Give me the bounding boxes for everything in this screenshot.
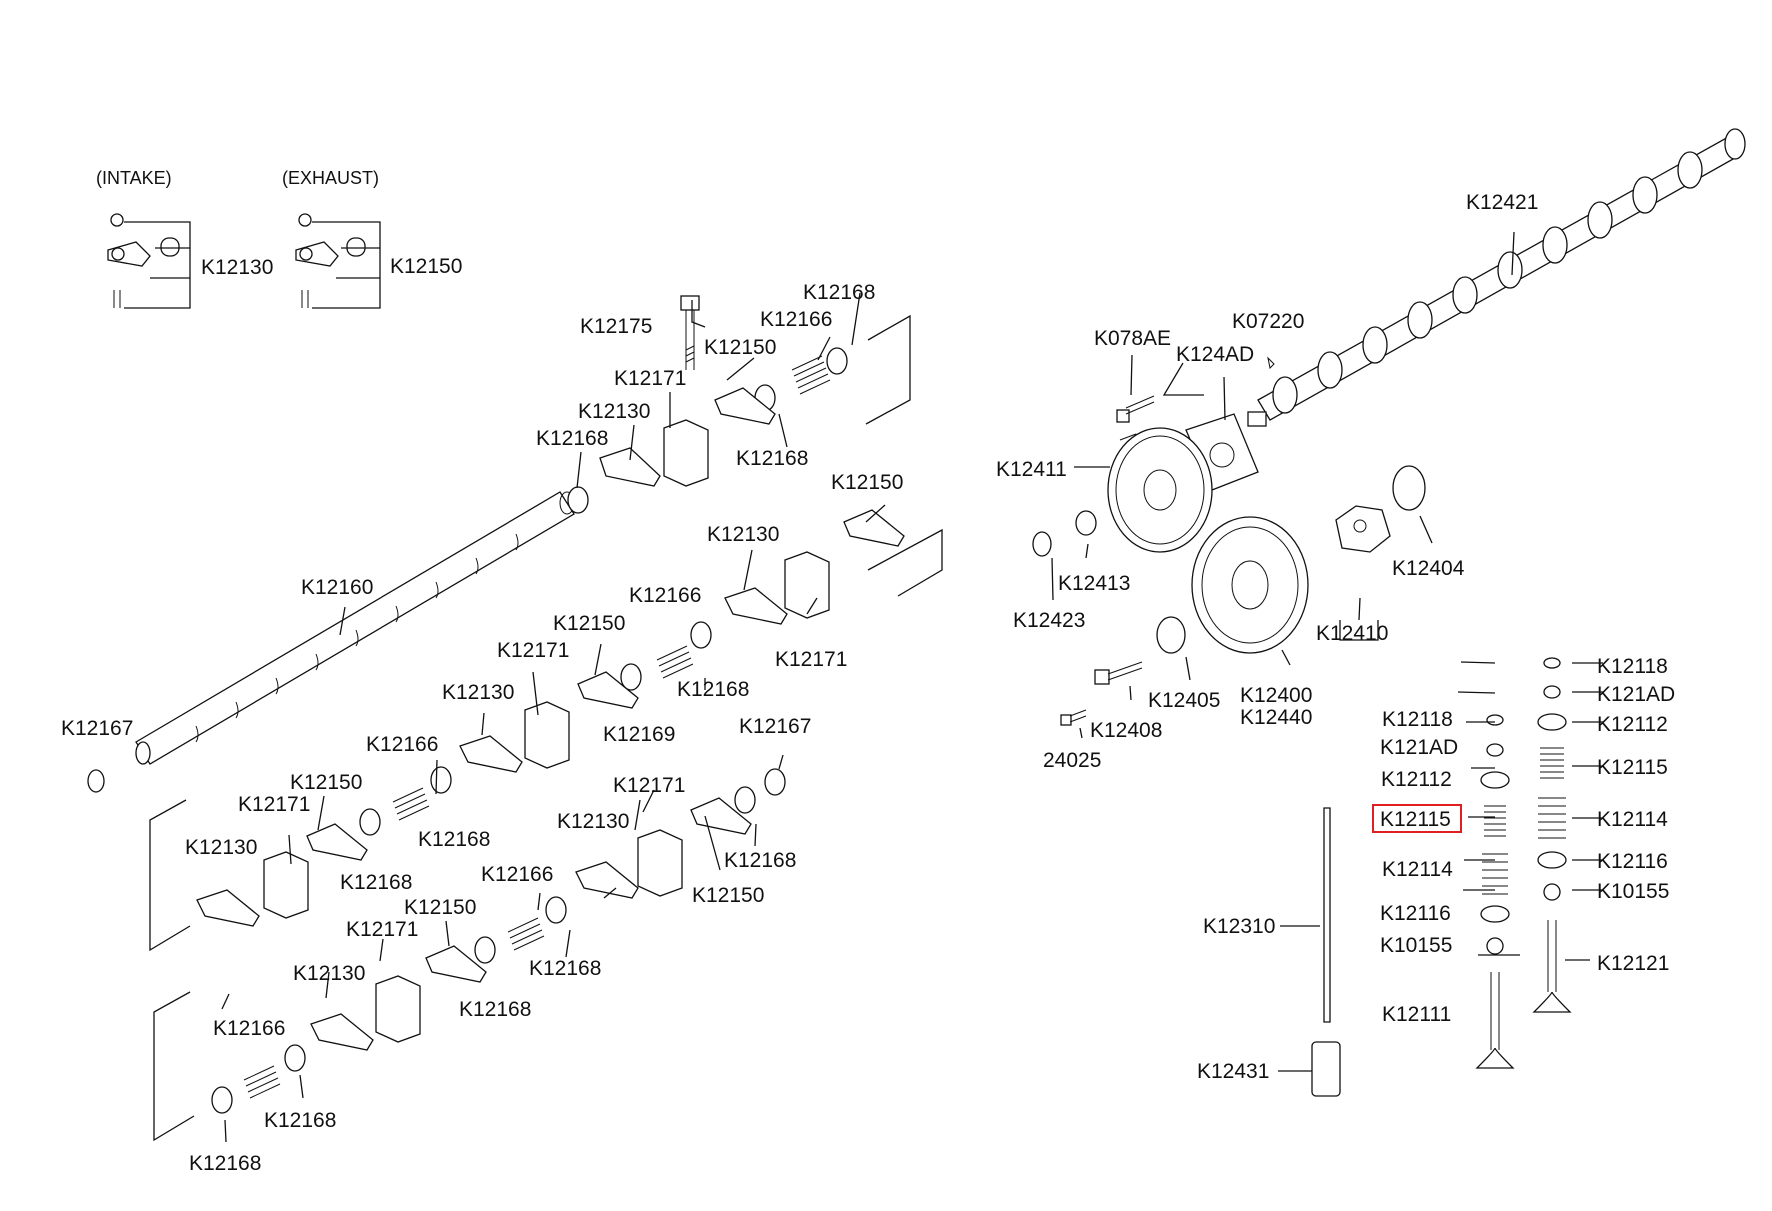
rocker-supports	[263, 419, 830, 1043]
part-label[interactable]: K12168	[536, 427, 608, 450]
part-label[interactable]: K12168	[736, 447, 808, 470]
part-label[interactable]: K12413	[1058, 572, 1130, 595]
part-label[interactable]: K12171	[346, 918, 418, 941]
part-label[interactable]: K12166	[481, 863, 553, 886]
rocker-shaft	[135, 491, 575, 765]
part-label[interactable]: K12175	[580, 315, 652, 338]
exhaust-header: (EXHAUST)	[282, 168, 379, 188]
part-label[interactable]: K12115	[1597, 756, 1668, 779]
shaft-rings	[87, 347, 848, 1114]
part-label[interactable]: K10155	[1597, 880, 1669, 903]
part-label[interactable]: K124AD	[1176, 343, 1254, 366]
part-label[interactable]: K12404	[1392, 557, 1465, 580]
part-label[interactable]: K12130	[578, 400, 650, 423]
part-label[interactable]: K12168	[803, 281, 875, 304]
part-label[interactable]: K12408	[1090, 719, 1162, 742]
bolt-k12175	[680, 295, 700, 370]
part-label[interactable]: K12310	[1203, 915, 1275, 938]
part-label[interactable]: K12171	[497, 639, 569, 662]
intake-header: (INTAKE)	[96, 168, 172, 188]
part-label[interactable]: K12150	[704, 336, 776, 359]
part-label[interactable]: K12118	[1382, 708, 1453, 731]
part-label[interactable]: K12114	[1382, 858, 1453, 881]
camshaft	[1247, 128, 1746, 427]
part-label[interactable]: K078AE	[1094, 327, 1171, 350]
part-label[interactable]: K12118	[1597, 655, 1668, 678]
part-label[interactable]: K12423	[1013, 609, 1085, 632]
rocker-arms	[196, 387, 905, 1051]
part-labels[interactable]: K12130 K12150 K12168 K12166 K12175 K1215…	[61, 191, 1675, 1175]
part-label[interactable]: K12421	[1466, 191, 1538, 214]
part-label[interactable]: K12168	[677, 678, 749, 701]
valve-train-parts	[1311, 657, 1572, 1097]
part-label[interactable]: K12166	[760, 308, 832, 331]
part-label[interactable]: K12150	[290, 771, 362, 794]
part-label[interactable]: K12431	[1197, 1060, 1269, 1083]
part-label[interactable]: K10155	[1380, 934, 1452, 957]
part-label[interactable]: K12112	[1381, 768, 1452, 791]
part-label[interactable]: K12168	[459, 998, 531, 1021]
part-label[interactable]: K12440	[1240, 706, 1312, 729]
part-label[interactable]: K12171	[613, 774, 685, 797]
gear-hub	[1335, 505, 1391, 553]
part-label[interactable]: K12150	[831, 471, 903, 494]
idler-gear	[1191, 516, 1309, 654]
assembly-brackets	[149, 314, 943, 1142]
part-label[interactable]: K12116	[1380, 902, 1451, 925]
part-label[interactable]: K12114	[1597, 808, 1668, 831]
part-label[interactable]: K12130	[185, 836, 257, 859]
part-label[interactable]: K07220	[1232, 310, 1304, 333]
part-label[interactable]: K12411	[996, 458, 1067, 481]
part-label[interactable]: K12150	[404, 896, 476, 919]
part-label[interactable]: K12130	[293, 962, 365, 985]
part-label[interactable]: K121AD	[1597, 683, 1675, 706]
part-label[interactable]: K12405	[1148, 689, 1220, 712]
part-label[interactable]: K12116	[1597, 850, 1668, 873]
part-label[interactable]: 24025	[1043, 749, 1101, 772]
intake-inset: (INTAKE)	[96, 168, 191, 309]
selected-part-highlight	[1372, 804, 1462, 833]
part-label[interactable]: K12168	[418, 828, 490, 851]
rocker-springs	[243, 355, 831, 1099]
part-label[interactable]: K12168	[264, 1109, 336, 1132]
part-label[interactable]: K12169	[603, 723, 675, 746]
part-label[interactable]: K12410	[1316, 622, 1388, 645]
label-intake-part[interactable]: K12130	[201, 256, 273, 279]
part-label[interactable]: K12168	[529, 957, 601, 980]
part-label[interactable]: K12168	[340, 871, 412, 894]
part-label[interactable]: K12168	[724, 849, 796, 872]
part-label[interactable]: K12171	[238, 793, 310, 816]
cam-gear	[1107, 427, 1213, 553]
part-label[interactable]: K12130	[557, 810, 629, 833]
exhaust-inset: (EXHAUST)	[282, 168, 381, 309]
part-label[interactable]: K12160	[301, 576, 373, 599]
part-label[interactable]: K12166	[366, 733, 438, 756]
part-label[interactable]: K12150	[692, 884, 764, 907]
part-label[interactable]: K12111	[1382, 1003, 1451, 1026]
leader-lines	[221, 231, 1603, 1143]
part-label[interactable]: K12150	[553, 612, 625, 635]
part-label[interactable]: K12121	[1597, 952, 1669, 975]
part-label[interactable]: K12130	[707, 523, 779, 546]
part-label[interactable]: K12166	[629, 584, 701, 607]
part-label[interactable]: K12168	[189, 1152, 261, 1175]
part-label[interactable]: K12167	[739, 715, 811, 738]
part-label[interactable]: K12112	[1597, 713, 1668, 736]
part-label[interactable]: K12130	[442, 681, 514, 704]
part-label[interactable]: K12115	[1380, 808, 1451, 831]
part-label[interactable]: K121AD	[1380, 736, 1458, 759]
part-label[interactable]: K12400	[1240, 684, 1312, 707]
part-label[interactable]: K12171	[614, 367, 686, 390]
part-label[interactable]: K12167	[61, 717, 133, 740]
part-label[interactable]: K12171	[775, 648, 847, 671]
part-label[interactable]: K12166	[213, 1017, 285, 1040]
small-gear-parts	[1032, 395, 1426, 726]
label-exhaust-part[interactable]: K12150	[390, 255, 462, 278]
